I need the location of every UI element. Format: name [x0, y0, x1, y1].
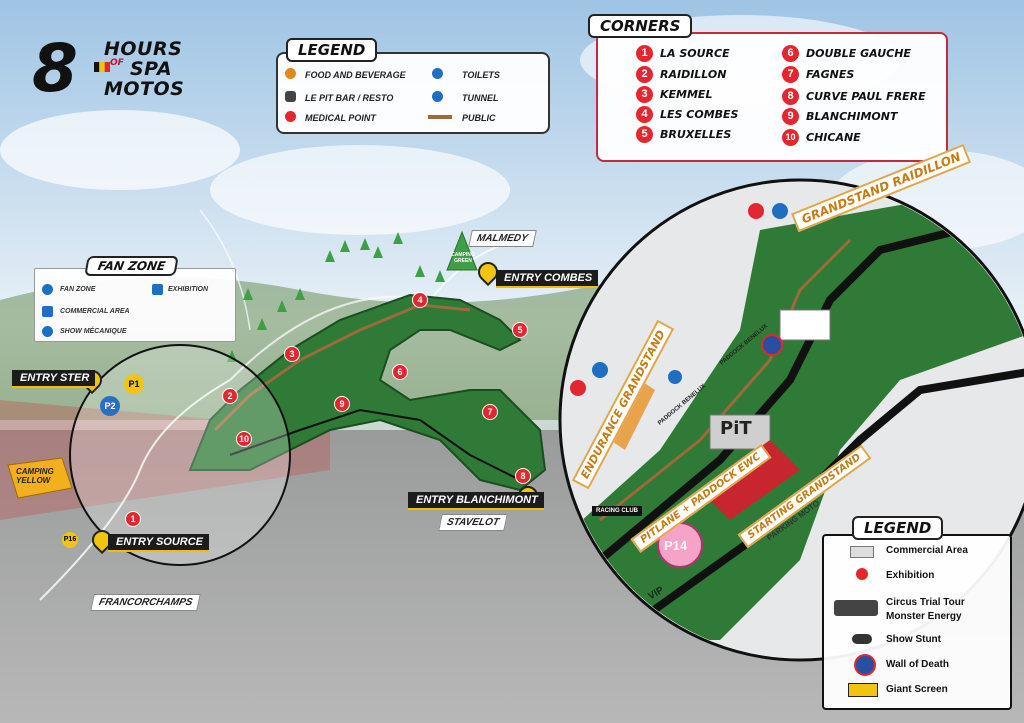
legend-show-stunt: Show Stunt	[886, 634, 941, 645]
medical-cross-icon	[748, 203, 764, 219]
entry-source: ENTRY SOURCE	[108, 534, 210, 552]
fan-zone-title: FAN ZONE	[84, 256, 180, 276]
logo-motos: MOTOS	[104, 78, 185, 100]
legend-wall-of-death: Wall of Death	[886, 659, 949, 670]
corner-num-2: 2	[636, 66, 653, 83]
food-icon	[285, 68, 296, 79]
parking-p14: P14	[664, 538, 688, 553]
toilet-icon	[432, 68, 443, 79]
track-corner-1: 1	[125, 511, 141, 527]
parking-p16: P16	[62, 532, 78, 548]
commercial-area-icon	[850, 546, 874, 558]
exhibition-pin-icon	[856, 568, 868, 580]
show-mecanique-icon	[42, 326, 53, 337]
corner-name-5: BRUXELLES	[660, 128, 732, 141]
pit-bar-icon	[285, 91, 296, 102]
track-corner-5: 5	[512, 322, 528, 338]
commercial-area-label: COMMERCIAL AREA	[60, 308, 130, 315]
legend-public: PUBLIC	[462, 113, 496, 123]
public-line-icon	[428, 115, 452, 119]
toilet-icon	[772, 203, 788, 219]
corners-title: CORNERS	[588, 14, 693, 38]
logo-spa: SPA	[130, 58, 173, 80]
entry-combes: ENTRY COMBES	[496, 270, 599, 288]
legend-tunnel: TUNNEL	[462, 93, 499, 103]
label-malmedy: MALMEDY	[468, 230, 537, 247]
entry-blanchimont: ENTRY BLANCHIMONT	[408, 492, 544, 510]
track-corner-4: 4	[412, 292, 428, 308]
legend-bottom-panel	[822, 534, 1012, 710]
corner-name-9: BLANCHIMONT	[806, 110, 898, 123]
corner-num-4: 4	[636, 106, 653, 123]
track-corner-2: 2	[222, 388, 238, 404]
logo-hours: HOURS	[104, 38, 183, 60]
logo-number: 8	[32, 30, 78, 107]
corner-num-3: 3	[636, 86, 653, 103]
giant-screen-icon	[848, 683, 878, 697]
track-corner-6: 6	[392, 364, 408, 380]
corner-name-4: LES COMBES	[660, 108, 739, 121]
wall-of-death-icon	[854, 654, 876, 676]
legend-top-panel	[276, 52, 550, 134]
legend-toilets: TOILETS	[462, 70, 500, 80]
track-corner-8: 8	[515, 468, 531, 484]
legend-medical: MEDICAL POINT	[305, 113, 376, 123]
corner-num-10: 10	[782, 129, 799, 146]
medical-cross-icon	[285, 111, 296, 122]
legend-giant-screen: Giant Screen	[886, 684, 948, 695]
track-corner-10: 10	[236, 431, 252, 447]
corner-name-3: KEMMEL	[660, 88, 713, 101]
parking-p1: P1	[124, 374, 144, 394]
racing-club-badge: RACING CLUB	[592, 506, 642, 516]
fan-zone-icon	[42, 284, 53, 295]
corner-num-8: 8	[782, 88, 799, 105]
medical-cross-icon	[570, 380, 586, 396]
legend-food: FOOD AND BEVERAGE	[305, 70, 406, 80]
legend-exhibition: Exhibition	[886, 570, 935, 581]
trial-bike-icon	[834, 600, 878, 616]
corner-num-7: 7	[782, 66, 799, 83]
corner-num-6: 6	[782, 45, 799, 62]
belgium-flag-icon	[94, 62, 110, 72]
exhibition-icon	[152, 284, 163, 295]
track-corner-7: 7	[482, 404, 498, 420]
exhibition-label: EXHIBITION	[168, 286, 209, 293]
tunnel-icon	[432, 91, 443, 102]
legend-commercial-area: Commercial Area	[886, 545, 968, 556]
commercial-area-icon	[42, 306, 53, 317]
legend-circus-trial: Circus Trial Tour Monster Energy	[886, 597, 965, 622]
logo-of: OF	[110, 58, 124, 68]
corner-name-2: RAIDILLON	[660, 68, 727, 81]
legend-bottom-title: LEGEND	[852, 516, 944, 540]
corner-name-7: FAGNES	[806, 68, 855, 81]
parking-p2: P2	[100, 396, 120, 416]
fan-zone-label: FAN ZONE	[60, 286, 96, 293]
corner-name-10: CHICANE	[806, 131, 861, 144]
corner-name-6: DOUBLE GAUCHE	[806, 47, 911, 60]
track-corner-9: 9	[334, 396, 350, 412]
label-stavelot: STAVELOT	[438, 514, 508, 531]
label-camping-green: CAMPING GREEN	[451, 252, 475, 264]
corner-num-1: 1	[636, 45, 653, 62]
track-corner-3: 3	[284, 346, 300, 362]
corners-panel	[596, 32, 948, 162]
corner-num-5: 5	[636, 126, 653, 143]
corner-num-9: 9	[782, 108, 799, 125]
stunt-bike-icon	[852, 634, 872, 644]
corner-name-8: CURVE PAUL FRERE	[806, 90, 926, 103]
toilet-icon	[592, 362, 608, 378]
corner-name-1: LA SOURCE	[660, 47, 730, 60]
entry-ster: ENTRY STER	[12, 370, 96, 388]
legend-top-title: LEGEND	[286, 38, 378, 62]
label-francorchamps: FRANCORCHAMPS	[90, 594, 202, 611]
legend-pit-bar: LE PIT BAR / RESTO	[305, 93, 394, 103]
label-camping-yellow: CAMPING YELLOW	[16, 467, 54, 485]
pit-logo: PiT	[720, 418, 752, 439]
show-mecanique-label: SHOW MÉCANIQUE	[60, 328, 127, 335]
tunnel-icon	[668, 370, 682, 384]
